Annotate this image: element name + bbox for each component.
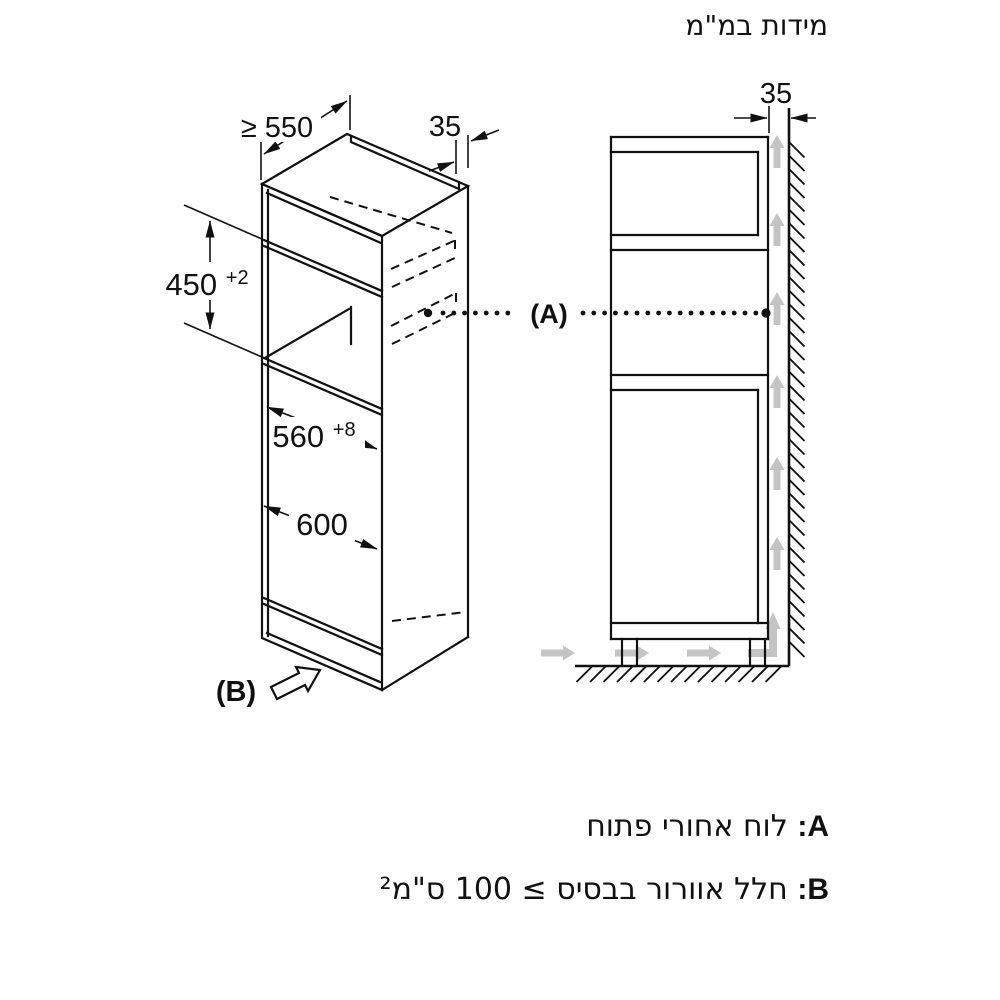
dim-outer-width: 600 <box>296 507 348 542</box>
airflow-right-arrow-icon <box>615 645 649 661</box>
airflow-up-arrow-icon <box>769 292 785 325</box>
side-view-cabinet <box>609 135 770 668</box>
plinth-recess <box>265 631 382 684</box>
dim-wall-gap: 35 <box>760 78 792 110</box>
legend-b-text: חלל אוורור בבסיס ≥ 100 ס"מ² <box>379 872 788 907</box>
cabinet-top-face <box>259 132 471 238</box>
isometric-dimensions: ≥ 550 35 450 +2 560 +8 <box>165 95 500 550</box>
section-line-a: (A) <box>423 295 771 329</box>
floor-hatching <box>575 665 782 683</box>
legend-a-text: לוח אחורי פתוח <box>586 809 788 844</box>
airflow-right-arrow-icon <box>687 645 721 661</box>
cabinet-floor-panel <box>262 596 384 651</box>
airflow-up-arrow-icon <box>769 457 785 490</box>
dim-niche-width-tol: +8 <box>333 419 356 441</box>
airflow-arrows <box>541 135 785 661</box>
isometric-cabinet <box>259 132 471 692</box>
niche-bottom-shelf <box>262 356 384 411</box>
legend-a-key: A: <box>797 810 829 843</box>
hidden-edges <box>329 196 467 622</box>
airflow-up-arrow-icon <box>769 135 785 168</box>
legend-line-b: B: חלל אוורור בבסיס ≥ 100 ס"מ² <box>380 872 829 907</box>
label-b: (B) <box>216 676 256 708</box>
vent-direction-arrow-icon <box>269 665 322 701</box>
airflow-up-arrow-icon <box>769 213 785 246</box>
wall-and-floor <box>575 108 806 683</box>
dim-niche-width: 560 <box>272 419 324 454</box>
airflow-up-arrow-icon <box>769 375 785 408</box>
dim-depth-min: ≥ 550 <box>241 112 313 144</box>
airflow-right-arrow-icon <box>541 645 575 661</box>
niche-top-shelf <box>262 238 384 293</box>
wall-gap-dimension: 35 <box>734 78 816 133</box>
page-title: מידות במ"מ <box>685 9 828 42</box>
dim-niche-height: 450 <box>165 267 217 302</box>
top-rear-recess <box>349 134 461 191</box>
legend-line-a: A: לוח אחורי פתוח <box>586 809 829 844</box>
svg-text:450 +2: 450 +2 <box>165 267 248 302</box>
airflow-corner-arrow-icon <box>748 612 781 657</box>
dim-rear-recess: 35 <box>429 111 461 143</box>
dim-niche-height-tol: +2 <box>226 267 249 289</box>
wall-hatching <box>788 141 806 658</box>
label-a: (A) <box>530 299 567 329</box>
base-vent-callout: (B) <box>216 665 322 708</box>
svg-text:560 +8: 560 +8 <box>272 419 355 454</box>
legend-b-key: B: <box>797 873 829 906</box>
airflow-up-arrow-icon <box>769 537 785 570</box>
